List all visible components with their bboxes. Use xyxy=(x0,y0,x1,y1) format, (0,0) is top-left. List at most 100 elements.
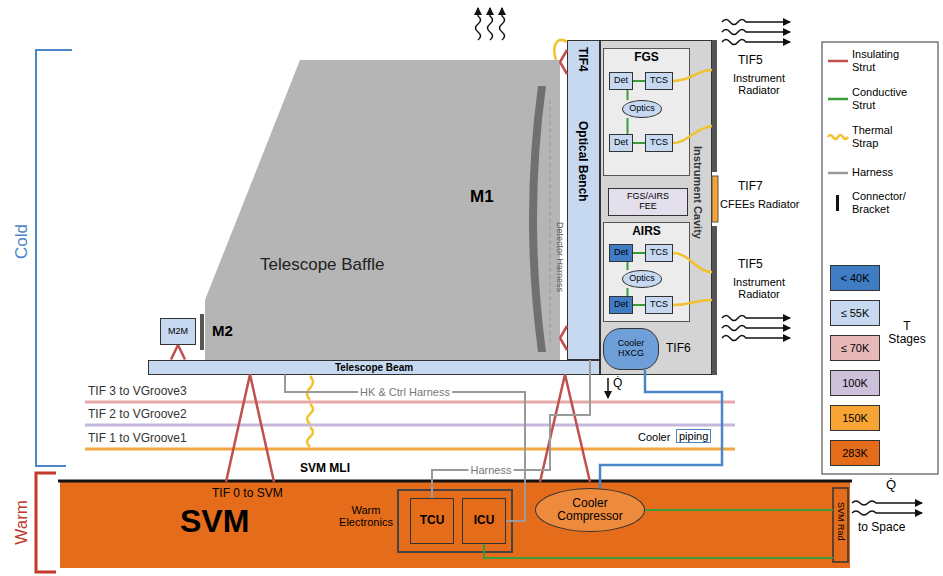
node-text: TCS xyxy=(650,300,668,310)
thermal-strap-sample xyxy=(828,135,848,139)
heat-arrow xyxy=(722,326,790,331)
node-text: Det xyxy=(614,76,628,86)
harness-label: Detector Harness xyxy=(554,222,564,292)
legend-swatch: ≤ 55K xyxy=(830,300,880,326)
node-text: Optical Bench xyxy=(576,121,589,202)
legend-swatch: 283K xyxy=(830,440,880,466)
heat-arrow xyxy=(476,8,481,40)
heat-arrow xyxy=(852,511,922,515)
harness-sample xyxy=(828,172,848,175)
insulating-strut xyxy=(540,375,590,483)
insulating-strut xyxy=(226,375,274,483)
radiator-label: Instrument Radiator xyxy=(720,276,798,300)
thermal-strap xyxy=(673,70,712,81)
cfee-radiator xyxy=(712,176,718,222)
thermal-strap xyxy=(307,427,313,447)
instrument-radiator xyxy=(712,226,717,375)
legend-text: Thermal Strap xyxy=(852,124,914,149)
thermal-strap xyxy=(673,126,712,143)
interface-label: TIF 0 to SVM xyxy=(212,487,283,500)
optics-ellipse: Optics xyxy=(622,100,662,118)
optics-ellipse: Optics xyxy=(622,270,662,288)
detector-harness-line xyxy=(550,100,551,345)
legend-swatch: 100K xyxy=(830,370,880,396)
conductive-strut xyxy=(627,262,629,270)
node-text: FGS xyxy=(604,51,689,64)
node-text: Instrument Cavity xyxy=(692,146,704,239)
control-unit: ICU xyxy=(462,498,506,544)
node-text: Optics xyxy=(629,274,655,284)
legend-box xyxy=(822,42,938,474)
zone-bracket xyxy=(36,50,72,466)
telescope-beam: Telescope Beam xyxy=(148,360,600,375)
heat-arrow xyxy=(500,8,505,40)
interface-label: TIF 3 to VGroove3 xyxy=(88,385,187,398)
cooler-exchanger: Cooler HXCG xyxy=(603,328,659,370)
conductive-strut-sample xyxy=(828,98,848,101)
instrument-cavity: Instrument CavityFGSDetTCSOpticsDetTCSFG… xyxy=(600,40,712,375)
instrument-box: FGSDetTCSOpticsDetTCS xyxy=(603,48,690,176)
zone-bracket xyxy=(36,473,56,572)
node-text: ICU xyxy=(474,514,495,527)
conductive-strut xyxy=(484,544,833,558)
heat-arrow xyxy=(722,20,790,25)
node-text: M2M xyxy=(168,327,188,337)
conductive-strut xyxy=(627,118,629,134)
legend-text: ≤ 70K xyxy=(841,342,870,354)
detector-box: Det xyxy=(609,296,633,314)
baffle-shape xyxy=(205,60,560,360)
node-text: SVM xyxy=(180,504,249,539)
heat-flow-label: Q̇ xyxy=(613,377,622,390)
node-text: TCS xyxy=(650,138,668,148)
heat-arrow xyxy=(722,30,790,35)
piping-label: piping xyxy=(676,429,711,443)
node-text: TCU xyxy=(420,514,445,527)
electronics-label: Warm Electronics xyxy=(336,504,396,528)
conductive-strut xyxy=(645,509,833,511)
edge-label: HK & Ctrl Harness xyxy=(358,386,452,399)
tcs-box: TCS xyxy=(645,296,673,314)
conductive-strut xyxy=(633,80,645,82)
instrument-box: AIRSDetTCSOpticsDetTCS xyxy=(603,222,690,322)
instrument-radiator xyxy=(712,40,717,172)
legend-text: Connector/ Bracket xyxy=(852,190,914,215)
conductive-strut xyxy=(627,90,629,100)
insulation-label: SVM MLI xyxy=(300,462,350,475)
mirror-label: M1 xyxy=(470,188,494,207)
detector-box: Det xyxy=(609,134,633,152)
conductive-strut xyxy=(633,304,645,306)
optical-bench: TIF4Optical Bench xyxy=(567,40,600,360)
vgroove-line xyxy=(85,424,735,427)
heat-arrow xyxy=(722,336,790,341)
legend-text: 100K xyxy=(842,377,868,389)
connector-sample xyxy=(836,195,839,211)
node-text: Cooler Compressor xyxy=(550,497,630,523)
node-text: Optics xyxy=(629,104,655,114)
conductive-strut xyxy=(633,142,645,144)
cooler-compressor: Cooler Compressor xyxy=(535,488,645,532)
legend-text: ≤ 55K xyxy=(841,307,870,319)
interface-label: TIF7 xyxy=(738,180,763,193)
zone-label: Cold xyxy=(13,224,32,259)
harness-line xyxy=(432,360,590,498)
node-text: Det xyxy=(614,138,628,148)
electronics-enclosure xyxy=(398,490,512,552)
legend-swatch: ≤ 70K xyxy=(830,335,880,361)
baffle-outline xyxy=(205,60,560,360)
legend-text: 283K xyxy=(842,447,868,459)
mirror-label: M2 xyxy=(212,323,233,340)
node-text: TIF4 xyxy=(576,47,589,72)
interface-label: TIF6 xyxy=(666,342,691,355)
conductive-strut xyxy=(633,252,645,254)
primary-mirror xyxy=(529,86,546,352)
detector-box: Det xyxy=(609,72,633,90)
thermal-strap xyxy=(307,376,313,400)
heat-flow-label: to Space xyxy=(858,521,905,534)
insulating-strut xyxy=(171,345,185,360)
electronics-box: FGS/AIRS FEE xyxy=(608,188,688,216)
thermal-strap xyxy=(673,253,712,272)
legend-text: < 40K xyxy=(840,272,869,284)
radiator-label: Instrument Radiator xyxy=(720,72,798,96)
